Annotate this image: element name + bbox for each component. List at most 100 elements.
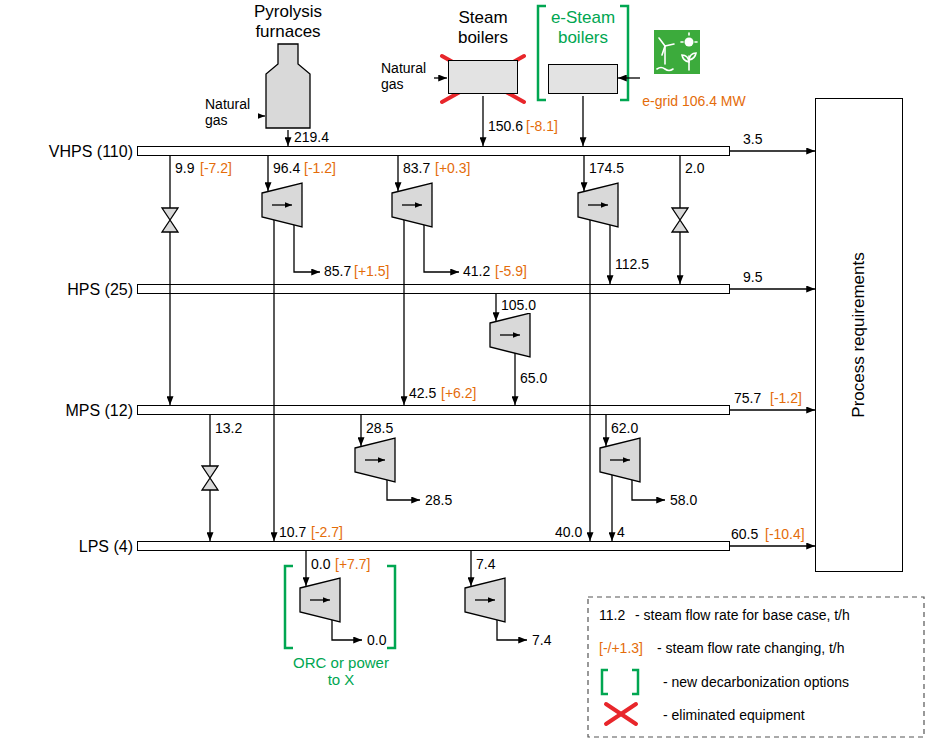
node-label: LPS (4) [79,537,133,557]
flow-value: 4 [616,524,626,540]
turbine-symbol [578,183,618,227]
legend-frame [588,597,924,737]
flow-value: 10.7 [278,524,307,540]
steam-line [679,232,680,284]
node-label: Pyrolysis furnaces [238,2,338,42]
steam-line [679,156,680,208]
steam-line [403,220,404,405]
steam-header: MPS (12) [137,405,730,415]
node-label: Steam boilers [448,8,518,48]
flow-value: 9.9 [174,160,195,176]
turbine-symbol [355,438,395,482]
flow-value: 41.2 [462,263,491,279]
node-label: Process requirements [849,252,869,417]
boiler-shape [448,60,518,94]
turbine-symbol [300,578,340,622]
valve-symbol [202,466,218,490]
flow-value: 7.4 [531,632,552,648]
steam-flow-arrow [618,77,640,78]
steam-line [267,156,268,191]
steam-line [611,475,612,541]
steam-line [609,225,610,284]
node-label: HPS (25) [67,280,133,300]
steam-line [424,225,459,272]
process-box: Process requirements [815,98,903,572]
flow-change: [-1.2] [769,390,803,406]
steam-line [610,459,630,460]
steam-flow-arrow [730,150,815,151]
flow-value: 83.7 [402,160,431,176]
flow-value: 58.0 [669,492,698,508]
flow-value: 65.0 [519,370,548,386]
flow-value: 0.0 [366,632,387,648]
flow-value: 0.0 [310,556,331,572]
e-grid-node: e-grid 106.4 MW [640,30,748,110]
flow-value: 7.4 [475,556,496,572]
eliminated-cross [442,56,524,102]
legend-bracket-sample [602,670,638,694]
steam-line [514,353,515,405]
flow-value: 13.2 [214,420,243,436]
flow-change: [+6.2] [440,385,477,401]
steam-header: VHPS (110) [137,146,730,156]
steam-line [475,599,495,600]
steam-line [360,415,361,446]
steam-line [169,232,170,405]
boiler-box: Steam boilers [448,8,518,96]
steam-line [365,459,385,460]
flow-change: [+0.3] [434,160,471,176]
steam-flow-arrow [582,96,583,146]
steam-line [589,220,590,541]
furnace-symbol [266,44,310,128]
steam-line [470,551,471,586]
steam-line [397,156,398,191]
steam-line [497,620,527,640]
turbine-symbol [392,183,432,227]
flow-value: 219.4 [293,129,330,145]
flow-value: 85.7 [323,263,352,279]
valve-symbol [162,208,178,232]
steam-line [310,599,330,600]
gas-arrow [433,77,447,78]
steam-line [332,620,362,640]
e-boiler-box: e-Steam boilers [548,8,618,96]
flow-change: [-7.2] [199,160,233,176]
flow-value: 9.5 [742,269,763,285]
steam-flow-arrow [730,545,815,546]
flow-change: [-2.7] [310,524,344,540]
steam-flow-arrow [482,96,483,146]
flow-value: 2.0 [684,160,705,176]
legend-text: - steam flow rate for base case, t/h [634,607,851,623]
flow-value: 112.5 [614,256,650,272]
flow-value: 42.5 [408,385,437,401]
fuel-label: Natural gas [380,60,434,92]
legend-sample: [-/+1.3] [598,640,644,656]
turbine-symbol [600,438,640,482]
steam-line [294,225,320,272]
steam-line [209,490,210,541]
legend-text: - steam flow rate changing, t/h [656,640,846,656]
steam-line [500,334,520,335]
flow-value: 150.6 [487,118,524,134]
legend-text: - new decarbonization options [662,674,850,690]
turbine-symbol [262,183,302,227]
flow-value: 3.5 [742,131,763,147]
turbine-symbol [490,313,530,357]
flow-value: 96.4 [272,160,301,176]
steam-line [402,204,422,205]
steam-line [387,480,420,500]
node-label: MPS (12) [65,401,133,421]
steam-line [209,415,210,466]
steam-flow-arrow [730,409,815,410]
flow-value: 62.0 [610,420,639,436]
valve-symbol [672,208,688,232]
steam-flow-arrow [730,288,815,289]
flow-value: 105.0 [500,297,537,313]
legend-sample: 11.2 [598,607,626,623]
flow-change: [+7.7] [334,556,371,572]
option-label: ORC or power to X [292,654,390,688]
flow-value: 174.5 [588,160,625,176]
steam-line [273,220,274,541]
